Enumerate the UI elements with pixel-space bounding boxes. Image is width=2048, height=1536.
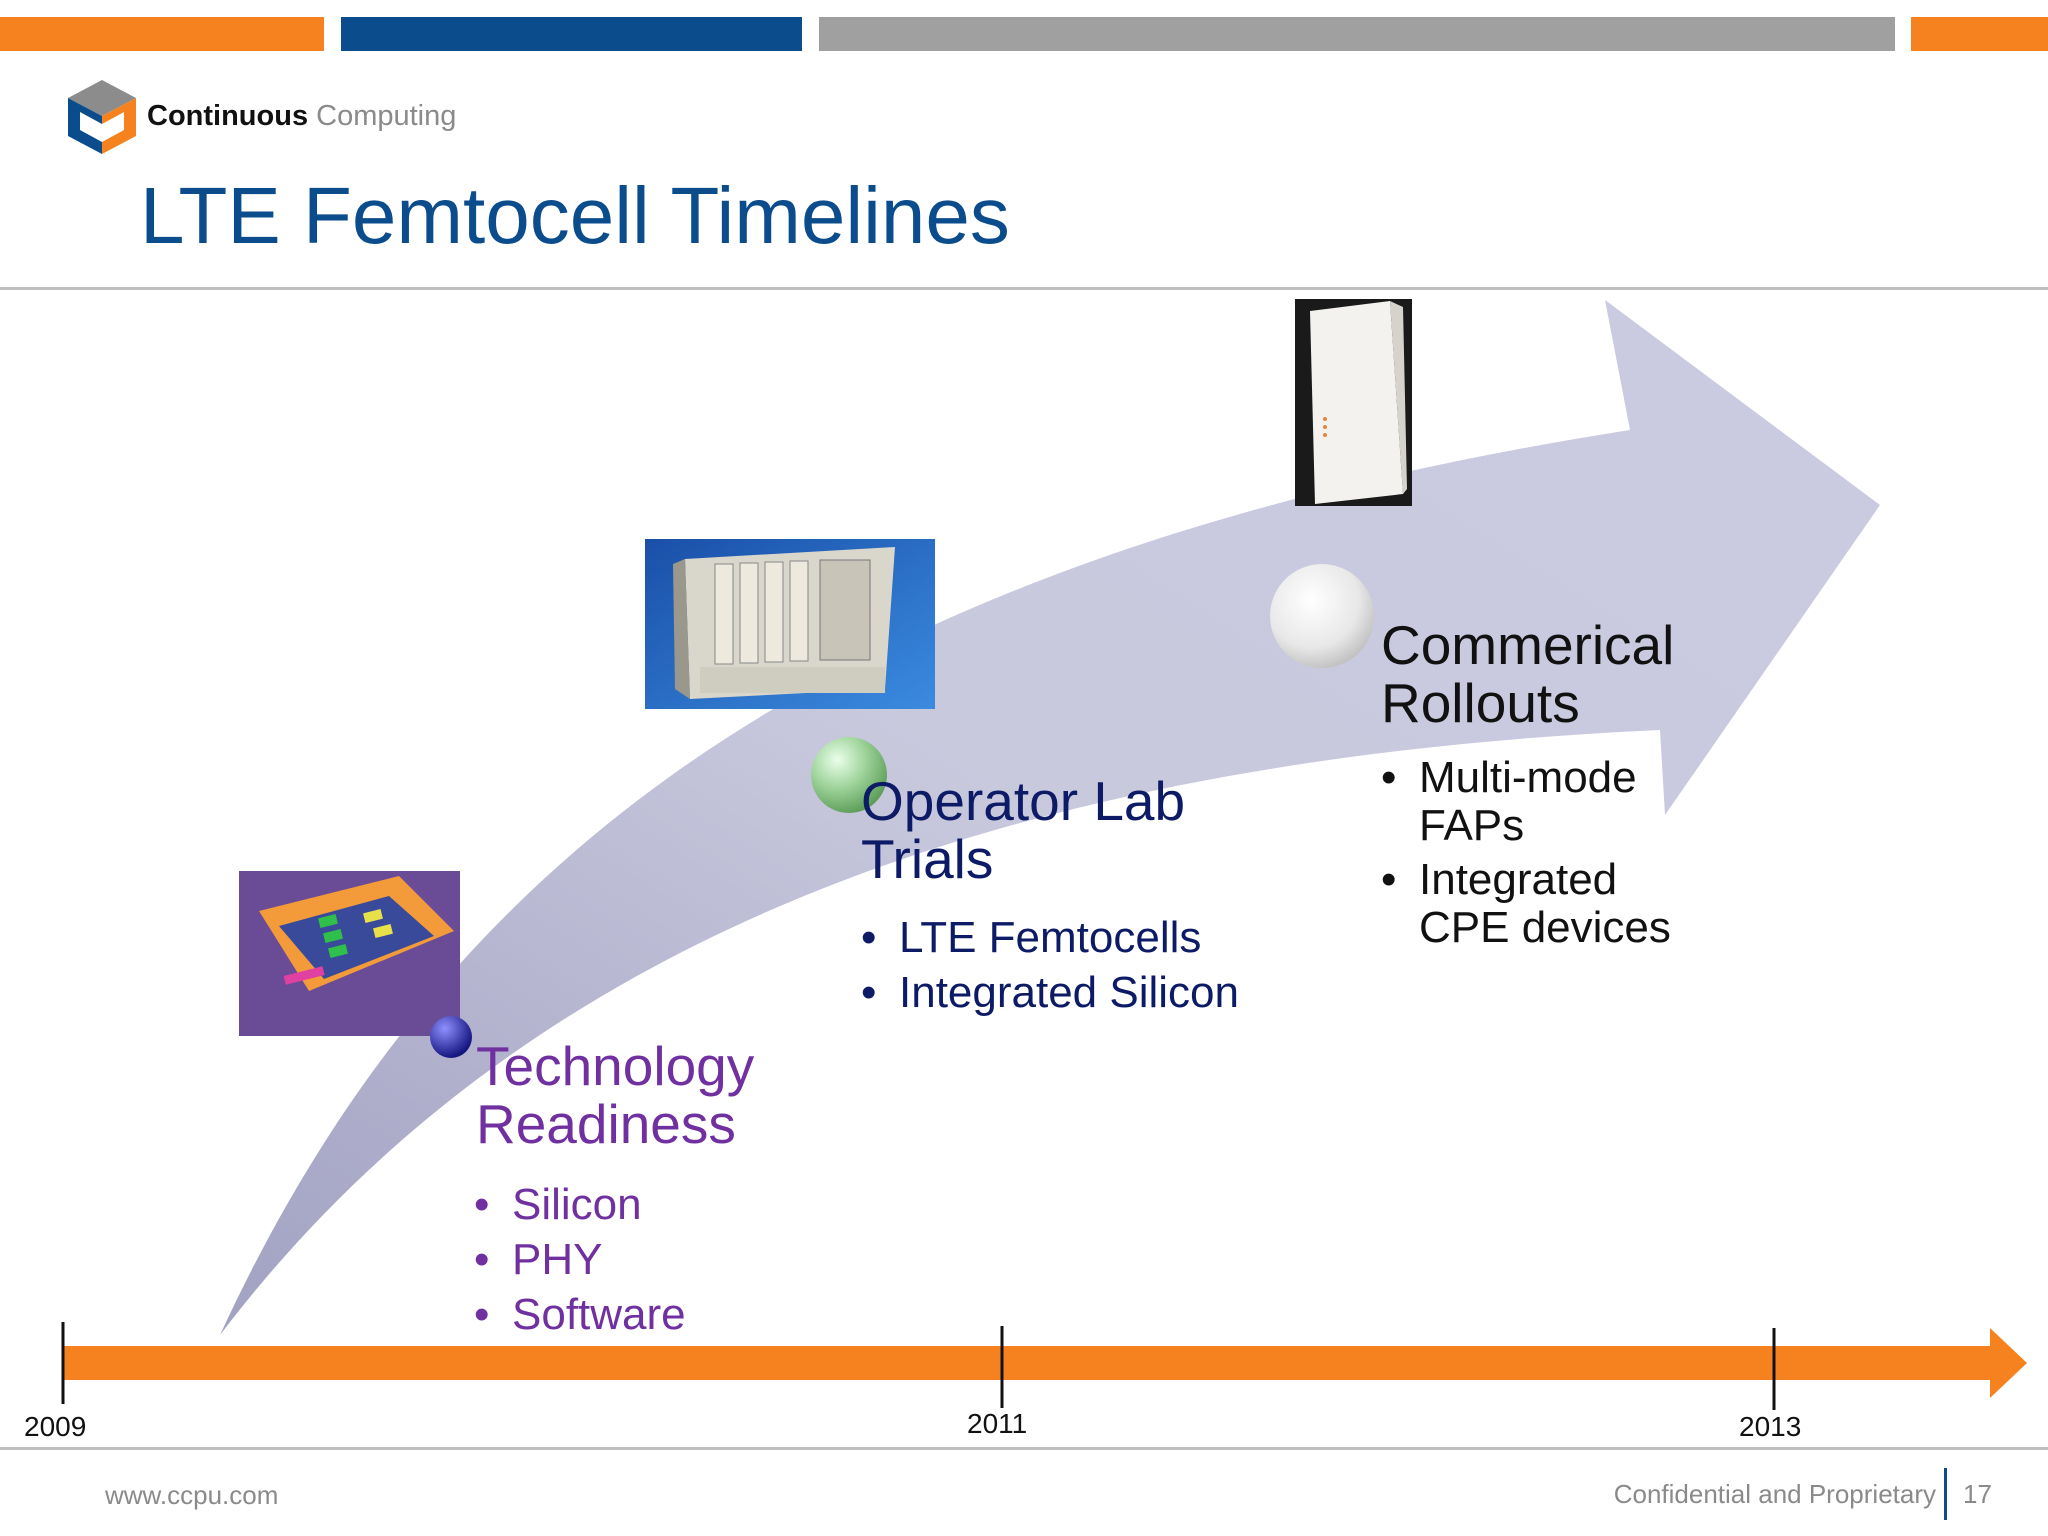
stage-operator-lab-trials-heading: Operator Lab Trials (861, 770, 1186, 890)
list-item: LTE Femtocells (861, 910, 1239, 965)
timeline-year-2013: 2013 (1739, 1411, 1802, 1442)
top-bar-orange-right (1911, 17, 2048, 51)
femtocell-device-image (1295, 299, 1412, 506)
list-item: Software (474, 1287, 686, 1342)
footer-divider (0, 1447, 2048, 1450)
rack-chassis-image (645, 539, 935, 709)
list-item: Multi-mode FAPs (1381, 754, 1719, 850)
title-divider (0, 287, 2048, 290)
stage-technology-readiness-heading: Technology Readiness (476, 1035, 755, 1155)
footer-separator (1944, 1468, 1947, 1520)
cube-logo-icon (68, 80, 136, 154)
chip-block-diagram-image (239, 871, 460, 1036)
footer-confidential: Confidential and Proprietary (1613, 1479, 1936, 1509)
list-item: Integrated CPE devices (1381, 856, 1719, 952)
page-number: 17 (1963, 1479, 1992, 1509)
top-bar-orange-left (0, 17, 324, 51)
stage-technology-readiness-bullets: Silicon PHY Software (474, 1177, 686, 1342)
timeline-year-2009: 2009 (24, 1411, 87, 1442)
stage-operator-lab-trials-bullets: LTE Femtocells Integrated Silicon (861, 910, 1239, 1020)
list-item: Silicon (474, 1177, 686, 1232)
white-sphere-icon (1270, 564, 1374, 668)
green-sphere-icon (811, 737, 887, 813)
list-item: Integrated Silicon (861, 965, 1239, 1020)
list-item: PHY (474, 1232, 686, 1287)
slide-title: LTE Femtocell Timelines (140, 171, 1010, 260)
stage-commercial-rollouts-heading: Commerical Rollouts (1381, 614, 1675, 734)
timeline-year-2011: 2011 (967, 1408, 1028, 1439)
footer-url: www.ccpu.com (105, 1480, 279, 1510)
company-logo-text: Continuous Computing (147, 100, 457, 132)
top-bar-blue (341, 17, 802, 51)
blue-sphere-icon (430, 1016, 472, 1058)
top-bar-gray (819, 17, 1895, 51)
stage-commercial-rollouts-bullets: Multi-mode FAPs Integrated CPE devices (1381, 754, 1719, 952)
